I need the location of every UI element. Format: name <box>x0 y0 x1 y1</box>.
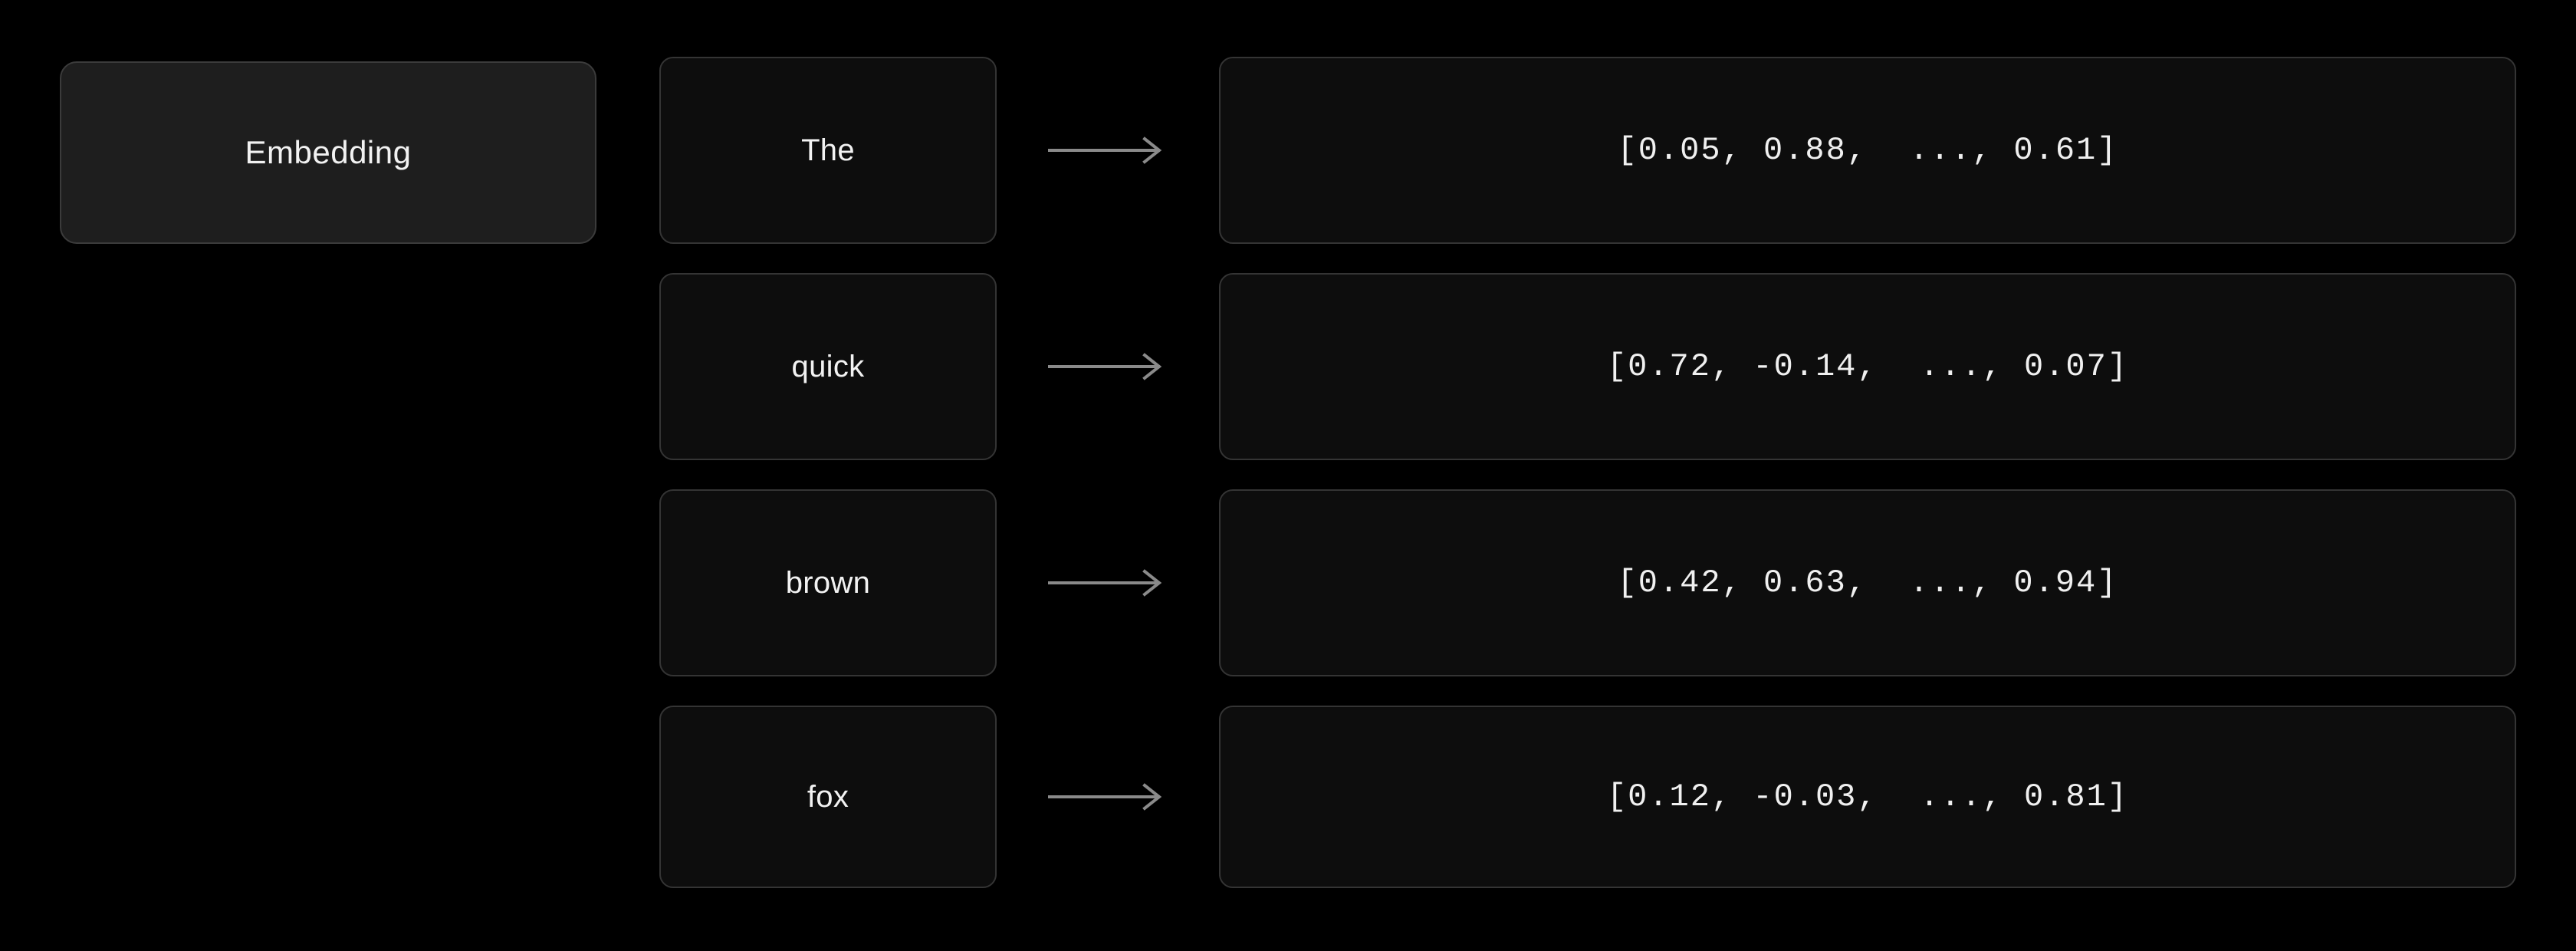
vector-box[interactable]: [0.12, -0.03, ..., 0.81] <box>1219 706 2516 888</box>
token-label: brown <box>785 565 871 600</box>
vector-box[interactable]: [0.42, 0.63, ..., 0.94] <box>1219 489 2516 676</box>
token-box[interactable]: quick <box>659 273 997 460</box>
token-label: The <box>801 133 855 167</box>
vector-value: [0.42, 0.63, ..., 0.94] <box>1617 564 2118 601</box>
token-label: quick <box>791 349 865 383</box>
arrow-right-icon <box>997 273 1219 460</box>
vector-box[interactable]: [0.72, -0.14, ..., 0.07] <box>1219 273 2516 460</box>
embedding-row: fox [0.12, -0.03, ..., 0.81] <box>0 706 2576 888</box>
vector-value: [0.12, -0.03, ..., 0.81] <box>1606 778 2129 815</box>
arrow-right-icon <box>997 57 1219 244</box>
section-label-embedding: Embedding <box>60 61 596 244</box>
section-label-text: Embedding <box>245 134 412 170</box>
token-box[interactable]: The <box>659 57 997 244</box>
embedding-row: brown [0.42, 0.63, ..., 0.94] <box>0 489 2576 676</box>
arrow-right-icon <box>997 489 1219 676</box>
vector-value: [0.05, 0.88, ..., 0.61] <box>1617 132 2118 169</box>
token-box[interactable]: fox <box>659 706 997 888</box>
embedding-row: The [0.05, 0.88, ..., 0.61] <box>0 57 2576 244</box>
vector-value: [0.72, -0.14, ..., 0.07] <box>1606 348 2129 385</box>
arrow-right-icon <box>997 706 1219 888</box>
embedding-row: quick [0.72, -0.14, ..., 0.07] <box>0 273 2576 460</box>
token-box[interactable]: brown <box>659 489 997 676</box>
token-label: fox <box>807 779 849 814</box>
vector-box[interactable]: [0.05, 0.88, ..., 0.61] <box>1219 57 2516 244</box>
